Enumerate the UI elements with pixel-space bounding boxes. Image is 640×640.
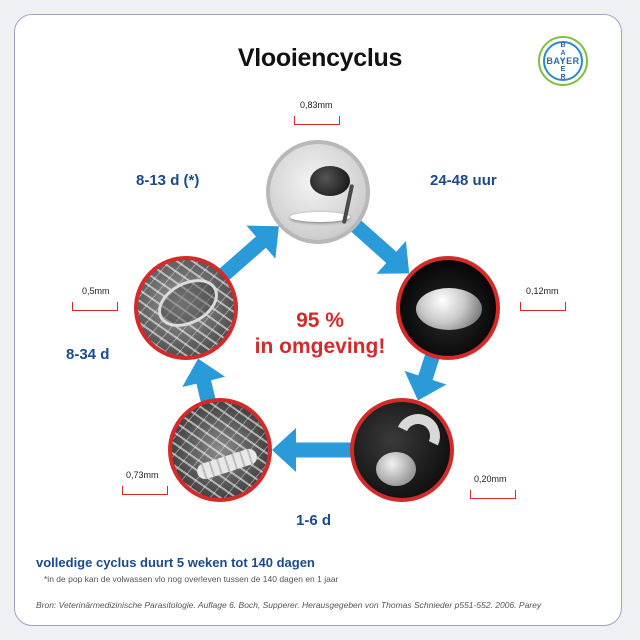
duration-pupa-to-adult: 8-13 d (*): [136, 172, 200, 189]
scale-label-larva: 0,20mm: [474, 474, 507, 484]
larva-image: [350, 398, 454, 502]
duration-pupa-development: 8-34 d: [66, 346, 110, 363]
cycle-arrow-1: [350, 219, 410, 274]
scale-label-pupa-early: 0,73mm: [126, 470, 159, 480]
larva-body: [376, 452, 416, 486]
scale-label-egg: 0,12mm: [526, 286, 559, 296]
pupa-early-image: [168, 398, 272, 502]
scale-bar-larva: [470, 490, 516, 499]
cycle-summary: volledige cyclus duurt 5 weken tot 140 d…: [36, 555, 315, 570]
duration-adult-to-egg: 24-48 uur: [430, 172, 497, 189]
adult-flea-image: [266, 140, 370, 244]
logo-text-horizontal: BAYER: [546, 56, 580, 66]
scale-bar-adult: [294, 116, 340, 125]
page-title: Vlooiencyclus: [237, 44, 403, 72]
egg-shape: [416, 288, 482, 330]
duration-larva-to-pupa: 1-6 d: [296, 512, 332, 529]
footnote: *in de pop kan de volwassen vlo nog over…: [44, 574, 339, 584]
cycle-arrow-3: [272, 428, 352, 472]
flea-dish: [290, 212, 350, 222]
scale-label-pupa-late: 0,5mm: [82, 286, 110, 296]
center-percentage: 95 %: [296, 309, 344, 332]
scale-label-adult: 0,83mm: [300, 100, 333, 110]
center-environment: in omgeving!: [254, 335, 386, 358]
flea-body: [310, 166, 350, 196]
cycle-arrow-4: [182, 358, 226, 404]
scale-bar-egg: [520, 302, 566, 311]
cocoon-fibers: [138, 260, 234, 356]
center-message: 95 % in omgeving!: [220, 308, 420, 360]
pupa-late-image: [134, 256, 238, 360]
source-citation: Bron: Veterinärmedizinische Parasitologi…: [36, 600, 542, 610]
logo-ring: [543, 41, 583, 81]
egg-image: [396, 256, 500, 360]
infographic-card: [14, 14, 622, 626]
cycle-arrow-2: [404, 353, 447, 401]
scale-bar-pupa-early: [122, 486, 168, 495]
scale-bar-pupa-late: [72, 302, 118, 311]
